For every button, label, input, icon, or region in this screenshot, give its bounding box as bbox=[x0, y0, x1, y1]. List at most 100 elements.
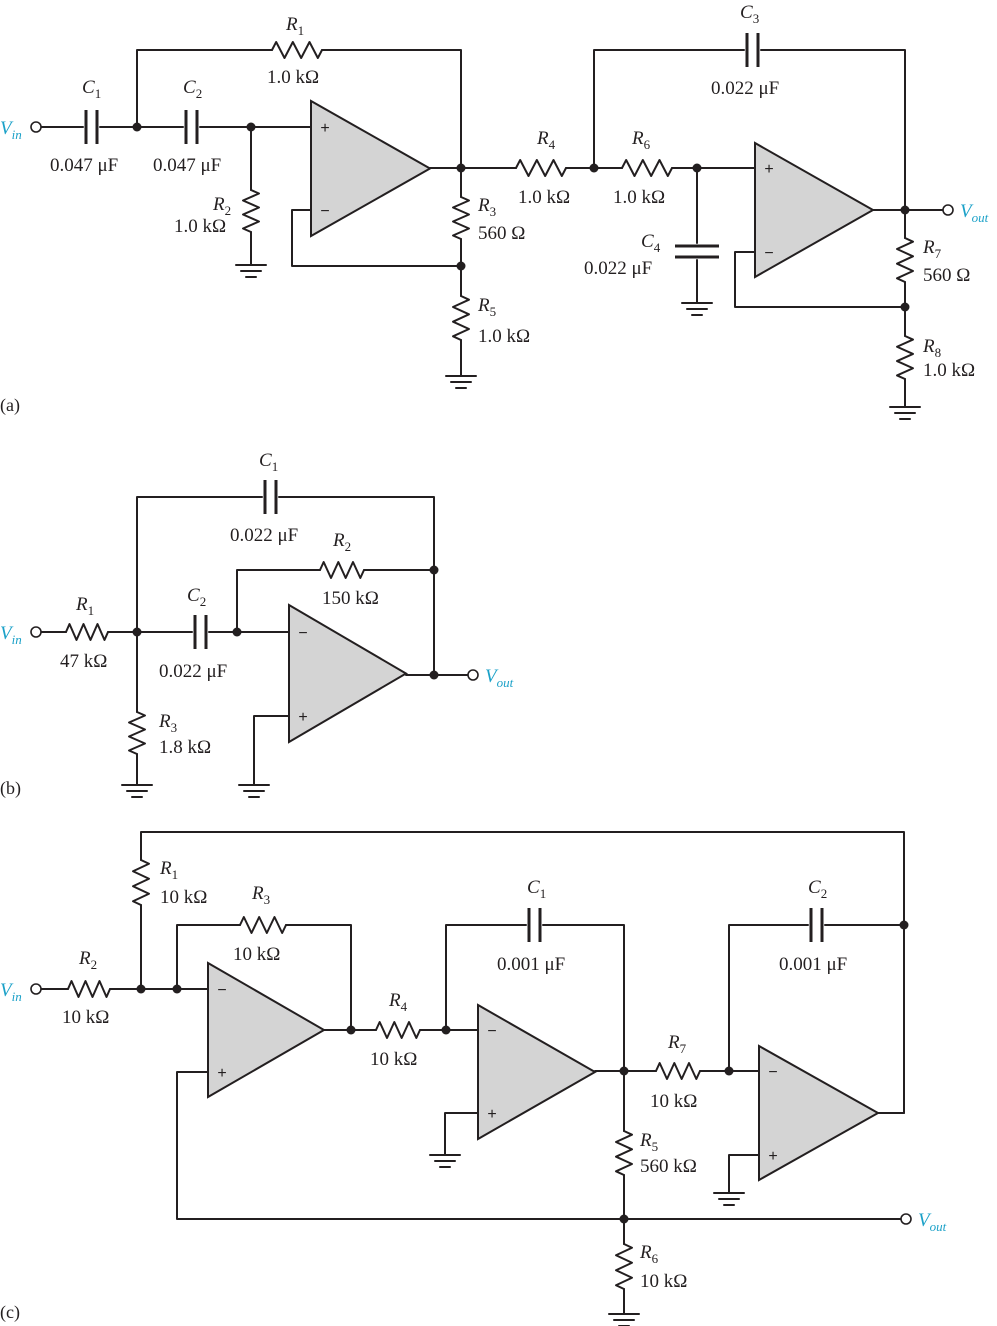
opamp-a1: +− bbox=[310, 99, 433, 238]
opamp-a2: +− bbox=[754, 141, 876, 279]
r1-a-symbol: R1 bbox=[285, 14, 304, 38]
r6-a-index: 6 bbox=[644, 137, 651, 152]
resistor-r4 bbox=[515, 159, 567, 177]
r2-b-letter: R bbox=[332, 530, 345, 551]
junction-dot bbox=[246, 122, 256, 132]
r4-c-letter: R bbox=[388, 990, 401, 1011]
c1-b-index: 1 bbox=[272, 459, 279, 474]
wire bbox=[176, 924, 241, 990]
c1-c-letter: C bbox=[527, 877, 540, 898]
wire bbox=[136, 496, 263, 633]
c2-c-letter: C bbox=[808, 877, 821, 898]
r6-c-symbol: R6 bbox=[639, 1242, 659, 1266]
c2-a-index: 2 bbox=[196, 86, 203, 101]
capacitor-c1-c bbox=[527, 908, 542, 942]
vout-terminal-a bbox=[942, 204, 954, 216]
r3-b-index: 3 bbox=[171, 720, 178, 735]
junction-dot bbox=[619, 1066, 629, 1076]
noninverting-input-label: + bbox=[298, 709, 307, 726]
r7-c-letter: R bbox=[667, 1032, 680, 1053]
noninverting-input-label: + bbox=[217, 1065, 226, 1082]
r6-c-value: 10 kΩ bbox=[640, 1271, 687, 1292]
vin-label: Vin bbox=[0, 118, 22, 142]
r1-c-value: 10 kΩ bbox=[160, 887, 207, 908]
r6-c-letter: R bbox=[639, 1242, 652, 1263]
c1-a-letter: C bbox=[82, 77, 95, 98]
opamp-c2: −+ bbox=[477, 1003, 598, 1141]
ground-icon bbox=[713, 1185, 745, 1206]
wire bbox=[176, 1071, 902, 1220]
r4-c-symbol: R4 bbox=[388, 990, 408, 1014]
junction-dot bbox=[456, 261, 466, 271]
r4-c-index: 4 bbox=[401, 999, 408, 1014]
capacitor-c2-c bbox=[809, 908, 824, 942]
vout-terminal-c bbox=[900, 1213, 912, 1225]
c1-a-index: 1 bbox=[95, 86, 102, 101]
vin-terminal-c bbox=[30, 983, 42, 995]
r8-a-letter: R bbox=[922, 336, 935, 357]
resistor-r7-c bbox=[655, 1062, 701, 1080]
c4-a-symbol: C4 bbox=[641, 231, 661, 255]
r7-a-index: 7 bbox=[935, 246, 942, 261]
resistor-r4-c bbox=[375, 1021, 421, 1039]
c1-c-index: 1 bbox=[540, 886, 547, 901]
r1-c-index: 1 bbox=[172, 867, 179, 882]
r2-c-value: 10 kΩ bbox=[62, 1007, 109, 1028]
vout-label-b: Vout bbox=[485, 666, 514, 690]
capacitor-c2 bbox=[184, 110, 199, 144]
c3-a-value: 0.022 μF bbox=[711, 78, 779, 99]
r6-a-value: 1.0 kΩ bbox=[613, 187, 665, 208]
resistor-r7 bbox=[896, 237, 914, 283]
r2-a-letter: R bbox=[212, 194, 225, 215]
resistor-r5 bbox=[452, 295, 470, 341]
wire bbox=[136, 49, 273, 128]
junction-dot bbox=[429, 565, 439, 575]
resistor-r2 bbox=[242, 189, 260, 233]
r5-c-value: 560 kΩ bbox=[640, 1156, 697, 1177]
panel-tag: (b) bbox=[0, 778, 21, 799]
c2-c-index: 2 bbox=[821, 886, 828, 901]
r2-a-symbol: R2 bbox=[212, 194, 231, 218]
r3-c-index: 3 bbox=[264, 892, 271, 907]
capacitor-c1 bbox=[84, 110, 99, 144]
r4-a-letter: R bbox=[536, 128, 549, 149]
resistor-r1-c bbox=[132, 859, 150, 906]
wire bbox=[542, 924, 625, 1072]
junction-dot bbox=[899, 920, 909, 930]
wire bbox=[593, 49, 745, 169]
wire bbox=[728, 1154, 760, 1187]
r6-c-index: 6 bbox=[652, 1251, 659, 1266]
inverting-input-label: − bbox=[320, 203, 329, 220]
vin-terminal bbox=[30, 121, 42, 133]
vin-terminal-b bbox=[30, 626, 42, 638]
r3-a-symbol: R3 bbox=[477, 195, 496, 219]
wire bbox=[760, 49, 906, 211]
wire bbox=[445, 924, 527, 1031]
opamp-c3: −+ bbox=[758, 1044, 881, 1182]
ground-icon bbox=[681, 295, 713, 316]
c1-c-symbol: C1 bbox=[527, 877, 546, 901]
resistor-r3 bbox=[452, 196, 470, 240]
junction-dot bbox=[172, 984, 182, 994]
c2-b-letter: C bbox=[187, 585, 200, 606]
r3-b-value: 1.8 kΩ bbox=[159, 737, 211, 758]
panel-tag: (c) bbox=[0, 1302, 20, 1323]
ground-icon bbox=[889, 399, 921, 420]
r5-c-index: 5 bbox=[652, 1139, 659, 1154]
c3-a-index: 3 bbox=[753, 11, 760, 26]
junction-dot bbox=[429, 670, 439, 680]
c1-b-symbol: C1 bbox=[259, 450, 278, 474]
junction-dot bbox=[132, 122, 142, 132]
junction-dot bbox=[619, 1214, 629, 1224]
resistor-r6-c bbox=[615, 1243, 633, 1290]
ground-icon bbox=[445, 368, 477, 389]
r3-c-value: 10 kΩ bbox=[233, 944, 280, 965]
junction-dot bbox=[900, 205, 910, 215]
c1-b-value: 0.022 μF bbox=[230, 525, 298, 546]
vout-label-c: Vout bbox=[918, 1210, 947, 1234]
r6-a-letter: R bbox=[631, 128, 644, 149]
r5-a-index: 5 bbox=[490, 304, 497, 319]
c1-b-letter: C bbox=[259, 450, 272, 471]
